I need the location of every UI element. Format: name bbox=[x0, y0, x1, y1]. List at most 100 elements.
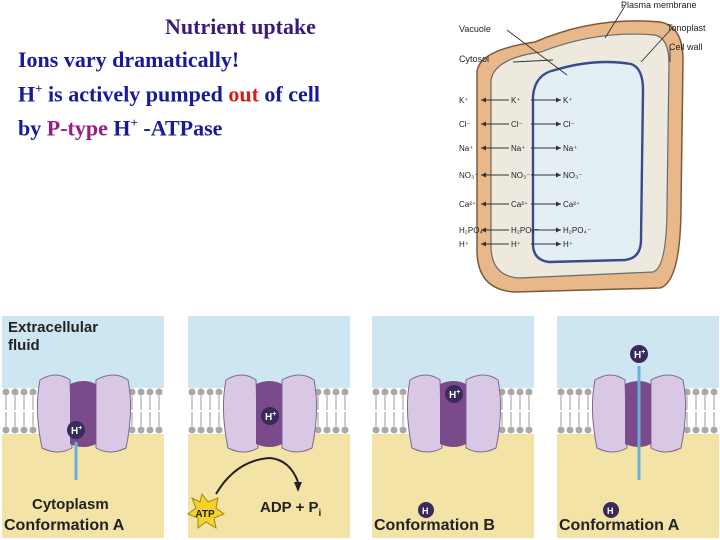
lipid-head bbox=[206, 426, 214, 434]
ion-cytosol-label: Ca²⁺ bbox=[511, 200, 528, 209]
ion-vacuole-label: NO₃⁻ bbox=[563, 171, 582, 180]
lipid-head bbox=[516, 388, 524, 396]
proton-charge: + bbox=[456, 389, 460, 396]
proton-label: H bbox=[607, 506, 614, 516]
lipid-head bbox=[20, 388, 28, 396]
ion-vacuole-label: Ca²⁺ bbox=[563, 200, 580, 209]
lipid-head bbox=[20, 426, 28, 434]
lipid-head bbox=[323, 388, 331, 396]
out-word: out bbox=[228, 81, 259, 107]
lipid-head bbox=[566, 426, 574, 434]
lipid-head bbox=[332, 426, 340, 434]
lipid-head bbox=[381, 388, 389, 396]
lipid-head bbox=[566, 388, 574, 396]
lipid-head bbox=[29, 388, 37, 396]
text-segment: by bbox=[18, 115, 47, 141]
lipid-head bbox=[146, 426, 154, 434]
ptype-word: P-type bbox=[46, 115, 108, 141]
lipid-head bbox=[341, 426, 349, 434]
text-segment: of cell bbox=[258, 81, 320, 107]
lipid-head bbox=[332, 388, 340, 396]
lipid-head bbox=[155, 388, 163, 396]
proton-label: H bbox=[422, 506, 429, 516]
ion-vacuole-label: H₂PO₄⁻ bbox=[563, 226, 591, 235]
lipid-head bbox=[692, 388, 700, 396]
lipid-head bbox=[137, 426, 145, 434]
lipid-head bbox=[516, 426, 524, 434]
adp-label: ADP + Pi bbox=[260, 499, 322, 519]
ion-cytosol-label: Cl⁻ bbox=[511, 120, 523, 129]
atp-burst bbox=[186, 492, 226, 530]
text-segment: -ATPase bbox=[137, 115, 223, 141]
label-extracellular: Extracellular bbox=[8, 319, 98, 336]
label-fluid: fluid bbox=[8, 337, 40, 354]
lipid-head bbox=[507, 426, 515, 434]
proton-ion bbox=[630, 345, 648, 363]
arrow-head bbox=[481, 97, 486, 103]
label-conformation: Conformation A bbox=[559, 517, 680, 534]
ion-outside-label: H₂PO₄⁻ bbox=[459, 226, 487, 235]
arrow-head bbox=[556, 227, 561, 233]
text-segment: is actively pumped bbox=[42, 81, 229, 107]
lipid-head bbox=[710, 388, 718, 396]
lipid-head bbox=[146, 388, 154, 396]
lipid-head bbox=[701, 388, 709, 396]
lipid-head bbox=[683, 426, 691, 434]
slide-title: Nutrient uptake bbox=[165, 14, 316, 39]
pump-protein-right bbox=[95, 374, 132, 453]
arrow-head bbox=[556, 172, 561, 178]
lipid-head bbox=[692, 426, 700, 434]
cytoplasm-region bbox=[2, 434, 164, 538]
ion-outside-label: Ca²⁺ bbox=[459, 200, 476, 209]
lipid-head bbox=[323, 426, 331, 434]
pump-protein-right bbox=[465, 374, 502, 453]
ion-cytosol-label: K⁺ bbox=[511, 96, 521, 105]
lipid-head bbox=[584, 388, 592, 396]
arrow-head bbox=[556, 241, 561, 247]
ion-outside-label: Cl⁻ bbox=[459, 120, 471, 129]
text-line-h-pumped: H+ is actively pumped out of cell bbox=[18, 81, 320, 107]
lipid-head bbox=[710, 426, 718, 434]
lipid-head bbox=[341, 388, 349, 396]
ion-row: K⁺K⁺K⁺ bbox=[459, 96, 573, 105]
ion-row: Cl⁻Cl⁻Cl⁻ bbox=[459, 120, 575, 129]
lipid-head bbox=[11, 426, 19, 434]
arrow-head bbox=[481, 227, 486, 233]
lipid-head bbox=[372, 426, 380, 434]
pump-protein-left bbox=[591, 374, 628, 453]
proton-ion bbox=[445, 385, 463, 403]
ion-outside-label: K⁺ bbox=[459, 96, 469, 105]
pump-protein-left bbox=[222, 374, 259, 453]
lipid-head bbox=[390, 388, 398, 396]
plant-cell-diagram: Plasma membrane Vacuole Tonoplast Cytoso… bbox=[459, 0, 706, 293]
arrow-head bbox=[481, 145, 486, 151]
lipid-head bbox=[399, 426, 407, 434]
pump-protein-right bbox=[650, 374, 687, 453]
label-vacuole: Vacuole bbox=[459, 24, 491, 34]
pump-protein-left bbox=[36, 374, 73, 453]
lipid-head bbox=[314, 426, 322, 434]
lipid-head bbox=[584, 426, 592, 434]
lipid-head bbox=[206, 388, 214, 396]
proton-label: H+ bbox=[265, 411, 276, 423]
lipid-head bbox=[525, 426, 533, 434]
reaction-arrow bbox=[215, 456, 299, 495]
text-line-ptype: by P-type H+ -ATPase bbox=[18, 115, 222, 141]
pump-protein-right bbox=[281, 374, 318, 453]
ion-cytosol-label: NO₃⁻ bbox=[511, 171, 530, 180]
lipid-head bbox=[215, 426, 223, 434]
arrow-head bbox=[556, 97, 561, 103]
arrow-head bbox=[556, 121, 561, 127]
text-line-ions-vary: Ions vary dramatically! bbox=[18, 47, 240, 72]
arrow-head bbox=[481, 172, 486, 178]
label-cytoplasm: Cytoplasm bbox=[32, 496, 109, 513]
lipid-head bbox=[557, 426, 565, 434]
ion-rows: K⁺K⁺K⁺Cl⁻Cl⁻Cl⁻Na⁺Na⁺Na⁺NO₃⁻NO₃⁻NO₃⁻Ca²⁺… bbox=[459, 96, 591, 249]
lipid-head bbox=[575, 388, 583, 396]
vacuole bbox=[531, 60, 645, 264]
label-leader-lines bbox=[506, 5, 674, 76]
label-conformation: Conformation A bbox=[4, 517, 125, 534]
ion-cytosol-label: H⁺ bbox=[511, 240, 521, 249]
lipid-head bbox=[188, 426, 196, 434]
